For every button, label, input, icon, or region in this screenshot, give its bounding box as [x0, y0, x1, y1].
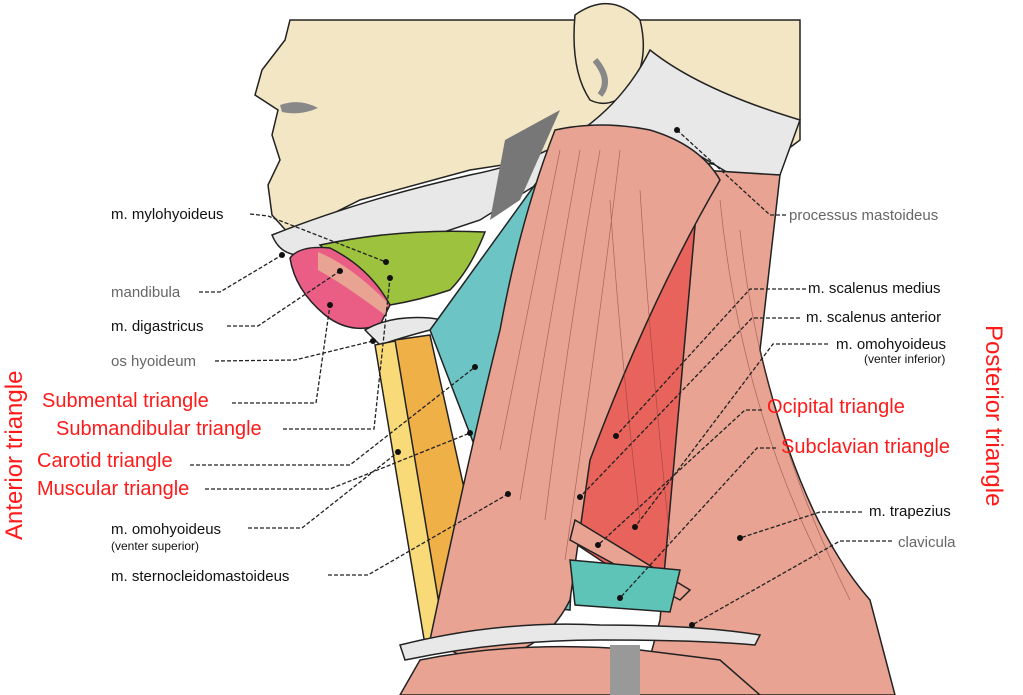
label-venter-superior: (venter superior) — [111, 539, 199, 553]
label-mandibula: mandibula — [111, 284, 181, 301]
anchor-dots — [279, 127, 743, 628]
label-digastricus: m. digastricus — [111, 318, 204, 335]
label-submandibular-triangle: Submandibular triangle — [56, 418, 262, 440]
label-carotid-triangle: Carotid triangle — [37, 450, 173, 472]
label-omohyoideus-inferior: m. omohyoideus — [836, 336, 946, 353]
label-venter-inferior: (venter inferior) — [864, 352, 945, 366]
label-trapezius: m. trapezius — [869, 503, 951, 520]
label-muscular-triangle: Muscular triangle — [37, 478, 189, 500]
label-clavicula: clavicula — [898, 534, 956, 551]
label-omohyoideus-superior: m. omohyoideus — [111, 521, 221, 538]
leader-lines — [190, 129, 892, 626]
label-mylohyoideus: m. mylohyoideus — [111, 206, 224, 223]
label-anterior-triangle: Anterior triangle — [1, 371, 28, 540]
label-submental-triangle: Submental triangle — [42, 390, 209, 412]
label-scalenus-medius: m. scalenus medius — [808, 280, 941, 297]
label-sternocleidomastoideus: m. sternocleidomastoideus — [111, 568, 289, 585]
digastricus — [289, 246, 391, 330]
sternocleidomastoideus — [429, 124, 721, 661]
label-posterior-triangle: Posterior triangle — [980, 325, 1007, 506]
label-subclavian-triangle: Subclavian triangle — [781, 436, 950, 458]
label-processus-mastoideus: processus mastoideus — [789, 207, 938, 224]
label-scalenus-anterior: m. scalenus anterior — [806, 309, 941, 326]
neck-illustration — [374, 110, 896, 695]
clavicula — [399, 623, 762, 661]
label-os-hyoideum: os hyoideum — [111, 353, 196, 370]
label-occipital-triangle: Ocipital triangle — [767, 396, 905, 418]
head-illustration — [254, 2, 801, 346]
